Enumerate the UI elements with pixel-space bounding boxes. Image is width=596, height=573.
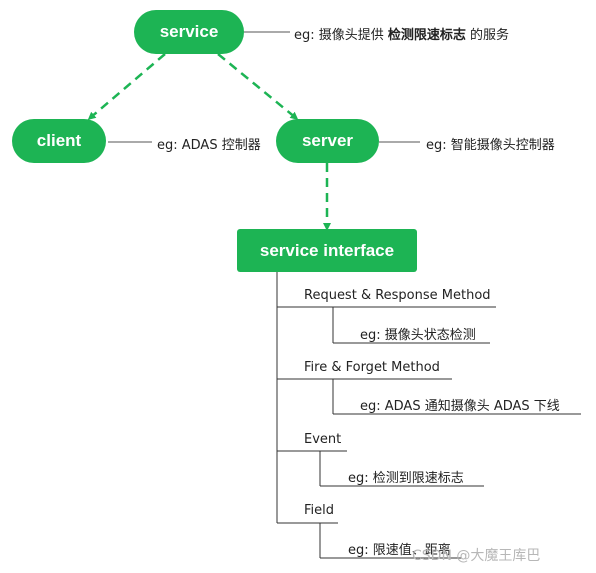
watermark: CSDN @大魔王库巴: [412, 548, 541, 564]
note-server: eg: 智能摄像头控制器: [426, 138, 555, 153]
node-client: client: [12, 119, 106, 163]
arrow-service-client: [87, 53, 166, 120]
method-example-2: eg: ADAS 通知摄像头 ADAS 下线: [360, 399, 560, 414]
method-example-4: eg: 限速值、距离: [348, 543, 451, 558]
method-label-1: Request & Response Method: [304, 288, 491, 303]
note-client: eg: ADAS 控制器: [157, 138, 261, 153]
method-example-3: eg: 检测到限速标志: [348, 471, 464, 486]
method-example-1: eg: 摄像头状态检测: [360, 328, 476, 343]
method-label-2: Fire & Forget Method: [304, 360, 440, 375]
note-service: eg: 摄像头提供 检测限速标志 的服务: [294, 24, 509, 43]
arrow-service-server: [217, 53, 299, 120]
note-service-suffix: 的服务: [465, 28, 510, 43]
method-label-3: Event: [304, 432, 342, 447]
node-server: server: [276, 119, 379, 163]
note-service-bold: 检测限速标志: [387, 28, 466, 43]
node-service: service: [134, 10, 244, 54]
method-label-4: Field: [304, 503, 335, 518]
note-service-prefix: eg: 摄像头提供: [294, 28, 388, 43]
node-service-interface: service interface: [237, 229, 417, 272]
